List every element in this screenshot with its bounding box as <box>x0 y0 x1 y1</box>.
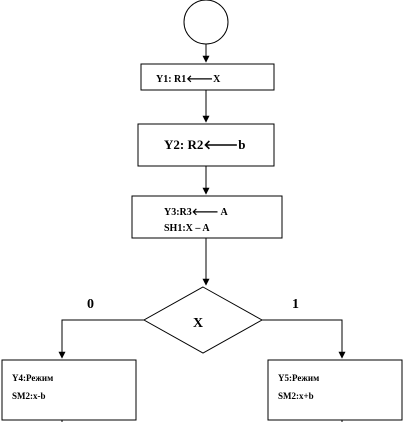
process-block-y5 <box>267 359 403 421</box>
branch-right-label: 1 <box>292 297 299 312</box>
connector-branch-right <box>262 319 346 359</box>
y4-label-line1: Y4:Режим <box>12 373 53 383</box>
decision-diamond <box>142 286 264 354</box>
y5-label-line2: SM2:x+b <box>278 391 314 401</box>
y3-label-line2: SH1:X – A <box>164 223 210 234</box>
y3-label-line1: Y3:R3🡐 A <box>164 207 229 218</box>
y1-label: Y1: R1🡐X <box>156 74 221 85</box>
start-terminal <box>183 0 229 45</box>
branch-left-label: 0 <box>87 297 94 312</box>
process-block-y2 <box>137 123 275 167</box>
process-block-y1 <box>140 63 275 91</box>
y4-label-line2: SM2:x-b <box>12 391 46 401</box>
decision-label: X <box>193 316 203 331</box>
y5-label-line1: Y5:Режим <box>278 373 319 383</box>
connector-branch-left <box>58 319 144 359</box>
y2-label: Y2: R2🡐b <box>164 137 245 152</box>
process-block-y3 <box>131 195 283 239</box>
process-block-y4 <box>1 359 137 421</box>
